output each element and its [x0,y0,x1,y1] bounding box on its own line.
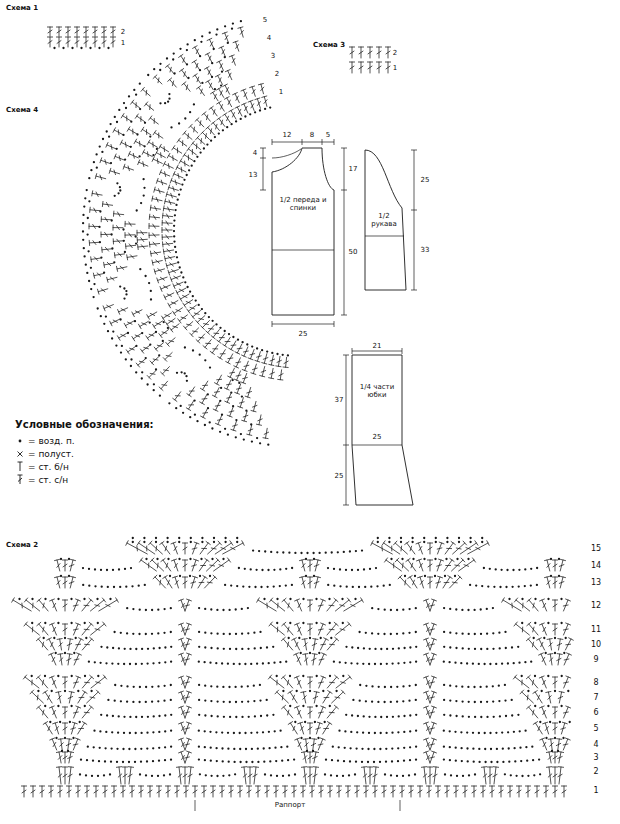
dimension-label: 50 [349,249,358,256]
dimension-label: 15 [591,545,601,553]
dimension-label: 4 [267,35,271,42]
front-top-dimension [272,139,334,145]
dimension-label: 13 [591,579,601,587]
stitch-charts [12,21,574,797]
dimension-label: 6 [593,709,598,717]
dimension-label: 5 [593,725,598,733]
dimension-label: 37 [335,397,344,404]
rapport-ticks [195,800,400,811]
dimension-label: 2 [121,29,125,36]
guide-line [365,236,404,237]
dimension-label: 3 [271,53,275,60]
dimension-label: 17 [349,166,358,173]
legend-symbols [18,440,23,484]
legend-text: = полуст. [28,450,74,459]
guide-line [352,445,402,446]
chart-title: Условные обозначения: [15,420,154,430]
dimension-label: 3 [593,754,598,762]
single-crochet-symbol [18,462,23,471]
dimension-label: 1 [279,89,283,96]
front-left-dimension [260,148,266,190]
dimension-label: Раппорт [275,802,305,809]
dimension-label: 2 [393,50,397,57]
skirt-piece: 1/4 части юбки [352,355,414,507]
outline-path [272,148,334,315]
legend-text: = ст. б/н [28,463,69,472]
outline-path [365,150,406,290]
dimension-label: 14 [591,562,601,570]
dimension-label: 8 [310,132,314,139]
sleeve-piece: 1/2 рукава [365,150,407,290]
dimension-label: 12 [591,602,601,610]
piece-label-box: 1/2 переда и спинки [275,196,331,212]
dimension-label: 5 [326,132,330,139]
garment-piece: 1/2 переда и спинки [272,148,334,315]
dimension-label: 21 [373,343,382,350]
dimension-label: 10 [591,641,601,649]
dimension-label: 1 [593,787,598,795]
dimension-label: 12 [283,132,292,139]
legend-text: = ст. с/н [28,476,68,485]
skirt-left-dimension [343,355,349,505]
dimension-label: 5 [263,17,267,24]
dimension-label: 7 [593,694,598,702]
double-crochet-symbol [18,475,23,484]
dimension-label: 25 [421,177,430,184]
dimension-label: 4 [253,150,257,157]
dimension-label: 9 [593,656,598,664]
front-bottom-dimension [272,321,334,327]
outline-path [352,355,413,505]
dimension-label: 25 [335,473,344,480]
dimension-label: 33 [421,247,430,254]
piece-outline [352,355,414,507]
dimension-label: 2 [593,768,598,776]
dimension-label: 13 [249,172,258,179]
dimension-label: 2 [275,71,279,78]
chart-title: Схема 4 [6,107,38,114]
guide-line [272,149,334,250]
dimension-lines [195,139,417,811]
front-right-dimension [341,148,347,315]
dimension-label: 11 [591,626,601,634]
dimension-label: 25 [299,331,308,338]
dimension-label: 8 [593,679,598,687]
piece-name: 1/2 рукава [371,212,397,228]
dimension-label: 1 [393,65,397,72]
dimension-label: 1 [121,40,125,47]
piece-name: 1/4 части юбки [360,383,394,399]
chain-symbols [20,21,570,776]
piece-outline [272,148,334,315]
dimension-label: 4 [593,741,598,749]
piece-name: 1/2 переда и спинки [279,196,326,212]
chart-title: Схема 3 [313,42,345,49]
chart-title: Схема 2 [6,542,38,549]
chart-title: Схема 1 [6,5,38,12]
chain-symbol [19,440,22,443]
dimension-label: 25 [373,434,382,441]
legend-text: = возд. п. [28,437,75,446]
piece-label-box: 1/4 части юбки [354,383,400,399]
piece-label-box: 1/2 рукава [367,212,401,228]
slip-stitch-symbol [18,452,23,457]
stitch-symbols [12,27,574,797]
sleeve-dimension [411,150,417,290]
